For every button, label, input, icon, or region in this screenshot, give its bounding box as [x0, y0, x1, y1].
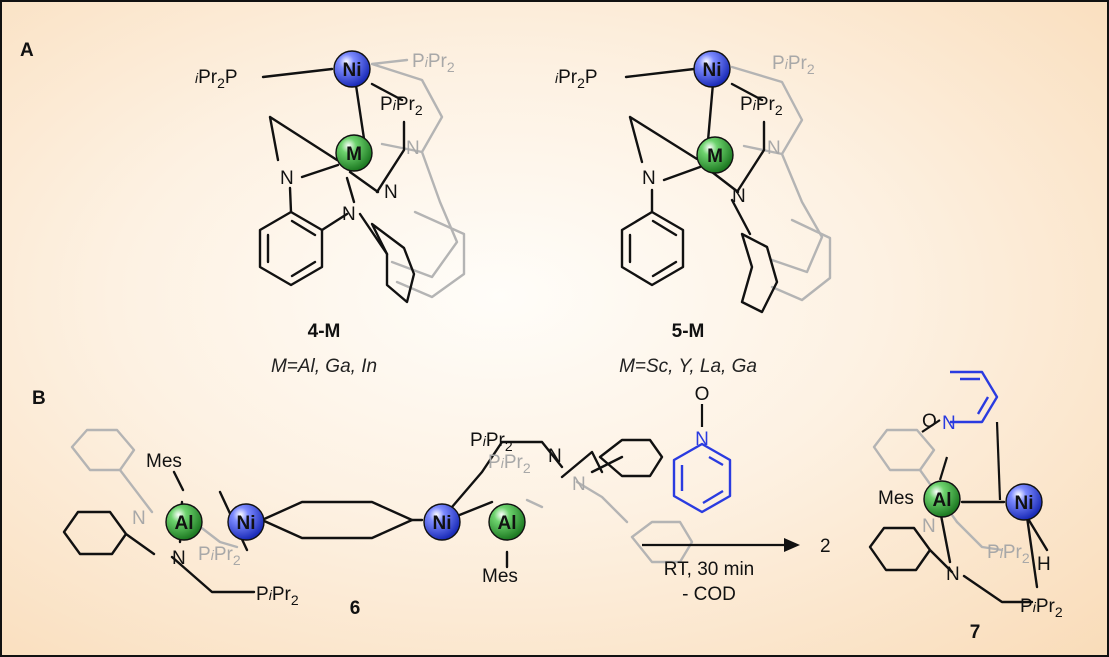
compound-5m-structure: iPr2P PiPr2 PiPr2 N N N Ni M: [555, 50, 832, 314]
nickel-atom-sphere: [333, 50, 371, 88]
svg-text:N: N: [342, 204, 356, 225]
svg-text:Al: Al: [498, 513, 517, 534]
svg-text:PiPr2: PiPr2: [488, 452, 531, 476]
svg-text:PiPr2: PiPr2: [1020, 596, 1063, 620]
svg-text:N: N: [548, 446, 562, 467]
svg-text:N: N: [384, 182, 398, 203]
conditions-line-1: RT, 30 min: [664, 559, 754, 580]
svg-text:N: N: [942, 413, 956, 434]
metal-atom-sphere: [335, 134, 373, 172]
svg-text:Al: Al: [175, 513, 194, 534]
svg-text:PiPr2: PiPr2: [740, 94, 783, 118]
svg-text:N: N: [695, 429, 709, 450]
svg-text:Ni: Ni: [343, 60, 362, 81]
svg-text:PiPr2: PiPr2: [256, 584, 299, 608]
svg-text:N: N: [172, 548, 186, 569]
stoichiometry-label: 2: [820, 536, 831, 557]
aluminum-atom-sphere: [165, 503, 203, 541]
nickel-atom-sphere: [227, 503, 265, 541]
panel-label-b: B: [32, 388, 46, 409]
svg-text:PiPr2: PiPr2: [380, 94, 423, 118]
svg-text:N: N: [572, 474, 586, 495]
svg-text:PiPr2: PiPr2: [470, 430, 513, 454]
nickel-atom-sphere: [1005, 483, 1043, 521]
svg-text:Ni: Ni: [237, 513, 256, 534]
nickel-atom-sphere: [423, 503, 461, 541]
nickel-atom-sphere: [693, 50, 731, 88]
reaction-arrow: [642, 538, 800, 552]
svg-text:H: H: [1037, 554, 1051, 575]
svg-text:M: M: [707, 146, 723, 167]
compound-7-id: 7: [970, 622, 981, 643]
compound-4m-caption: M=Al, Ga, In: [271, 356, 377, 377]
svg-text:Mes: Mes: [482, 566, 518, 587]
compound-4m-structure: iPr2P PiPr2 PiPr2 N N N N Ni M: [195, 50, 466, 304]
svg-text:PiPr2: PiPr2: [198, 544, 241, 568]
svg-text:N: N: [406, 138, 420, 159]
pipr2-left-label: iPr2P: [195, 67, 238, 91]
svg-text:N: N: [132, 508, 146, 529]
compound-4m-id: 4-M: [308, 321, 341, 342]
aluminum-atom-sphere: [488, 503, 526, 541]
compound-6-structure: Mes N N PiPr2 PiPr2 PiPr2 PiPr2 N N Mes …: [62, 428, 694, 608]
svg-text:N: N: [767, 138, 781, 159]
svg-text:N: N: [280, 168, 294, 189]
compound-6-id: 6: [350, 598, 361, 619]
svg-text:Al: Al: [933, 490, 952, 511]
svg-text:N: N: [946, 564, 960, 585]
svg-text:O: O: [922, 411, 937, 432]
svg-text:Mes: Mes: [878, 488, 914, 509]
panel-label-a: A: [20, 40, 34, 61]
metal-atom-sphere: [696, 136, 734, 174]
svg-text:iPr2P: iPr2P: [555, 67, 598, 91]
svg-text:N: N: [642, 168, 656, 189]
svg-text:Mes: Mes: [146, 451, 182, 472]
svg-text:N: N: [922, 516, 936, 537]
svg-text:PiPr2: PiPr2: [412, 51, 455, 75]
svg-text:O: O: [695, 384, 710, 405]
svg-text:Ni: Ni: [1015, 493, 1034, 514]
compound-7-structure: O N Mes N N PiPr2 H PiPr2 Al Ni: [868, 370, 1063, 620]
svg-text:Ni: Ni: [703, 60, 722, 81]
svg-text:PiPr2: PiPr2: [987, 542, 1030, 566]
aluminum-atom-sphere: [923, 480, 961, 518]
svg-text:PiPr2: PiPr2: [772, 53, 815, 77]
compound-5m-caption: M=Sc, Y, La, Ga: [619, 356, 757, 377]
svg-text:Ni: Ni: [433, 513, 452, 534]
compound-5m-id: 5-M: [672, 321, 705, 342]
svg-text:M: M: [346, 144, 362, 165]
pyridine-n-oxide-reagent: O N: [672, 384, 732, 514]
svg-text:N: N: [732, 186, 746, 207]
conditions-line-2: - COD: [682, 584, 736, 605]
